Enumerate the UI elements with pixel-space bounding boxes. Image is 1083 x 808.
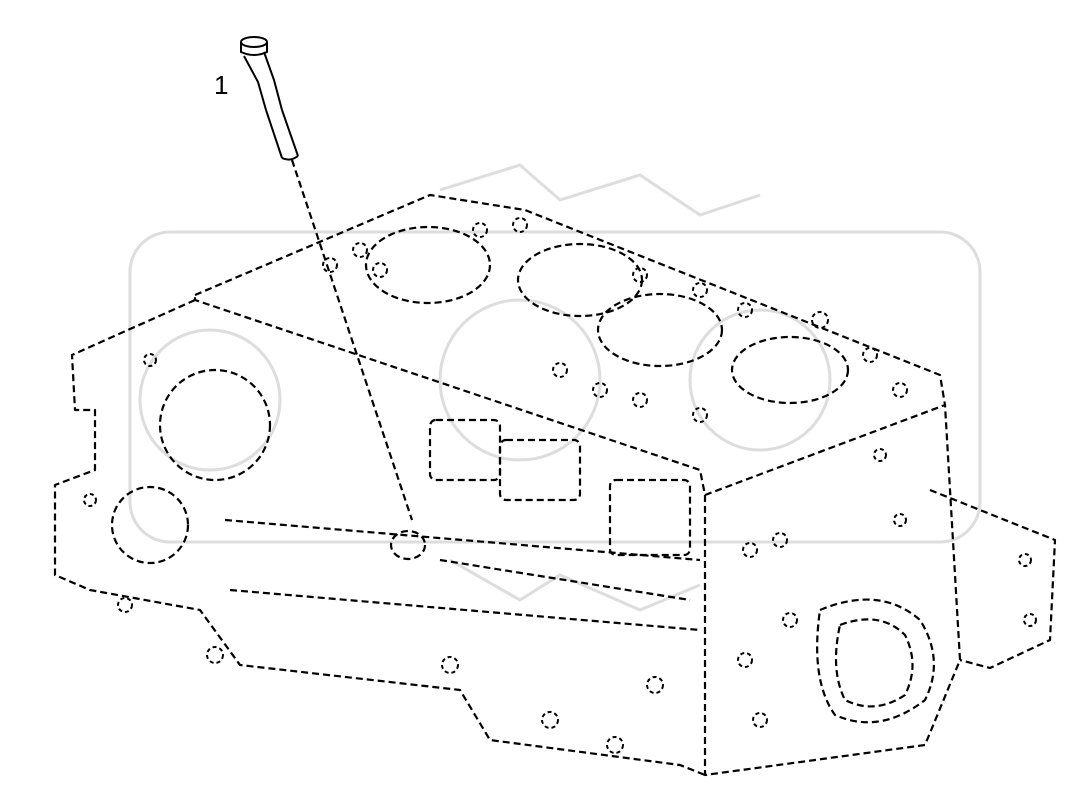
dipstick-tube	[240, 36, 414, 521]
engine-block	[53, 193, 1057, 777]
watermark	[128, 163, 982, 612]
callout-label-1: 1	[214, 70, 229, 100]
